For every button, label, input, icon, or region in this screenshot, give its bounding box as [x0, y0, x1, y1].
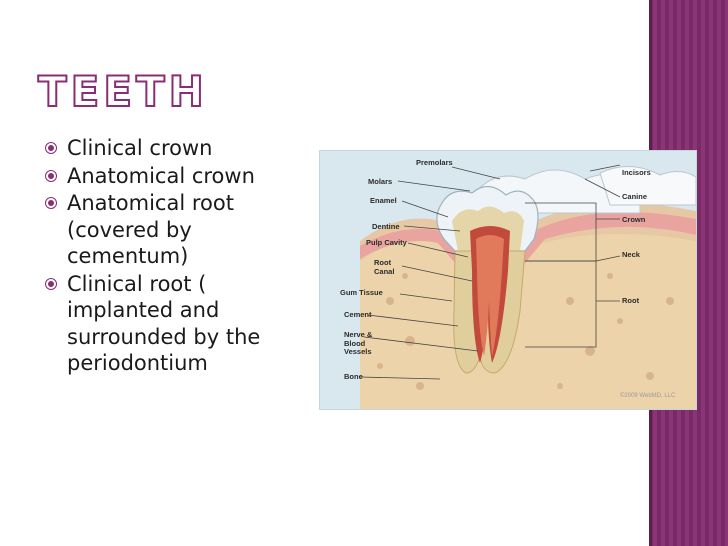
label-crown: Crown: [622, 216, 645, 225]
bullet-text: Anatomical crown: [67, 164, 255, 188]
bullet-text: Clinical root ( implanted and surrounded…: [67, 272, 260, 376]
bullet-item: Clinical crown: [45, 135, 315, 162]
label-pulp-cavity: Pulp Cavity: [366, 239, 407, 248]
label-dentine: Dentine: [372, 223, 400, 232]
bullet-icon: [45, 142, 57, 154]
bullet-text: Clinical crown: [67, 136, 212, 160]
tooth-illustration: [320, 151, 696, 409]
label-enamel: Enamel: [370, 197, 397, 206]
label-root: Root: [622, 297, 639, 306]
label-gum-tissue: Gum Tissue: [340, 289, 383, 298]
tooth-anatomy-figure: Premolars Incisors Molars Canine Enamel …: [319, 150, 697, 410]
figure-copyright: ©2009 WebMD, LLC: [620, 393, 675, 399]
bullet-item: Clinical root ( implanted and surrounded…: [45, 271, 315, 377]
label-root-canal: Root Canal: [374, 259, 394, 276]
bullet-text: Anatomical root (covered by cementum): [67, 191, 234, 268]
bullet-list: Clinical crown Anatomical crown Anatomic…: [45, 135, 315, 378]
bullet-icon: [45, 197, 57, 209]
bullet-icon: [45, 278, 57, 290]
label-nerve-blood-vessels: Nerve & Blood Vessels: [344, 331, 372, 357]
label-molars: Molars: [368, 178, 392, 187]
bullet-item: Anatomical root (covered by cementum): [45, 190, 315, 270]
bullet-icon: [45, 170, 57, 182]
label-premolars: Premolars: [416, 159, 453, 168]
label-neck: Neck: [622, 251, 640, 260]
label-incisors: Incisors: [622, 169, 651, 178]
slide-title: TEETH: [38, 72, 208, 112]
label-canine: Canine: [622, 193, 647, 202]
label-cement: Cement: [344, 311, 372, 320]
label-bone: Bone: [344, 373, 363, 382]
bullet-item: Anatomical crown: [45, 163, 315, 190]
